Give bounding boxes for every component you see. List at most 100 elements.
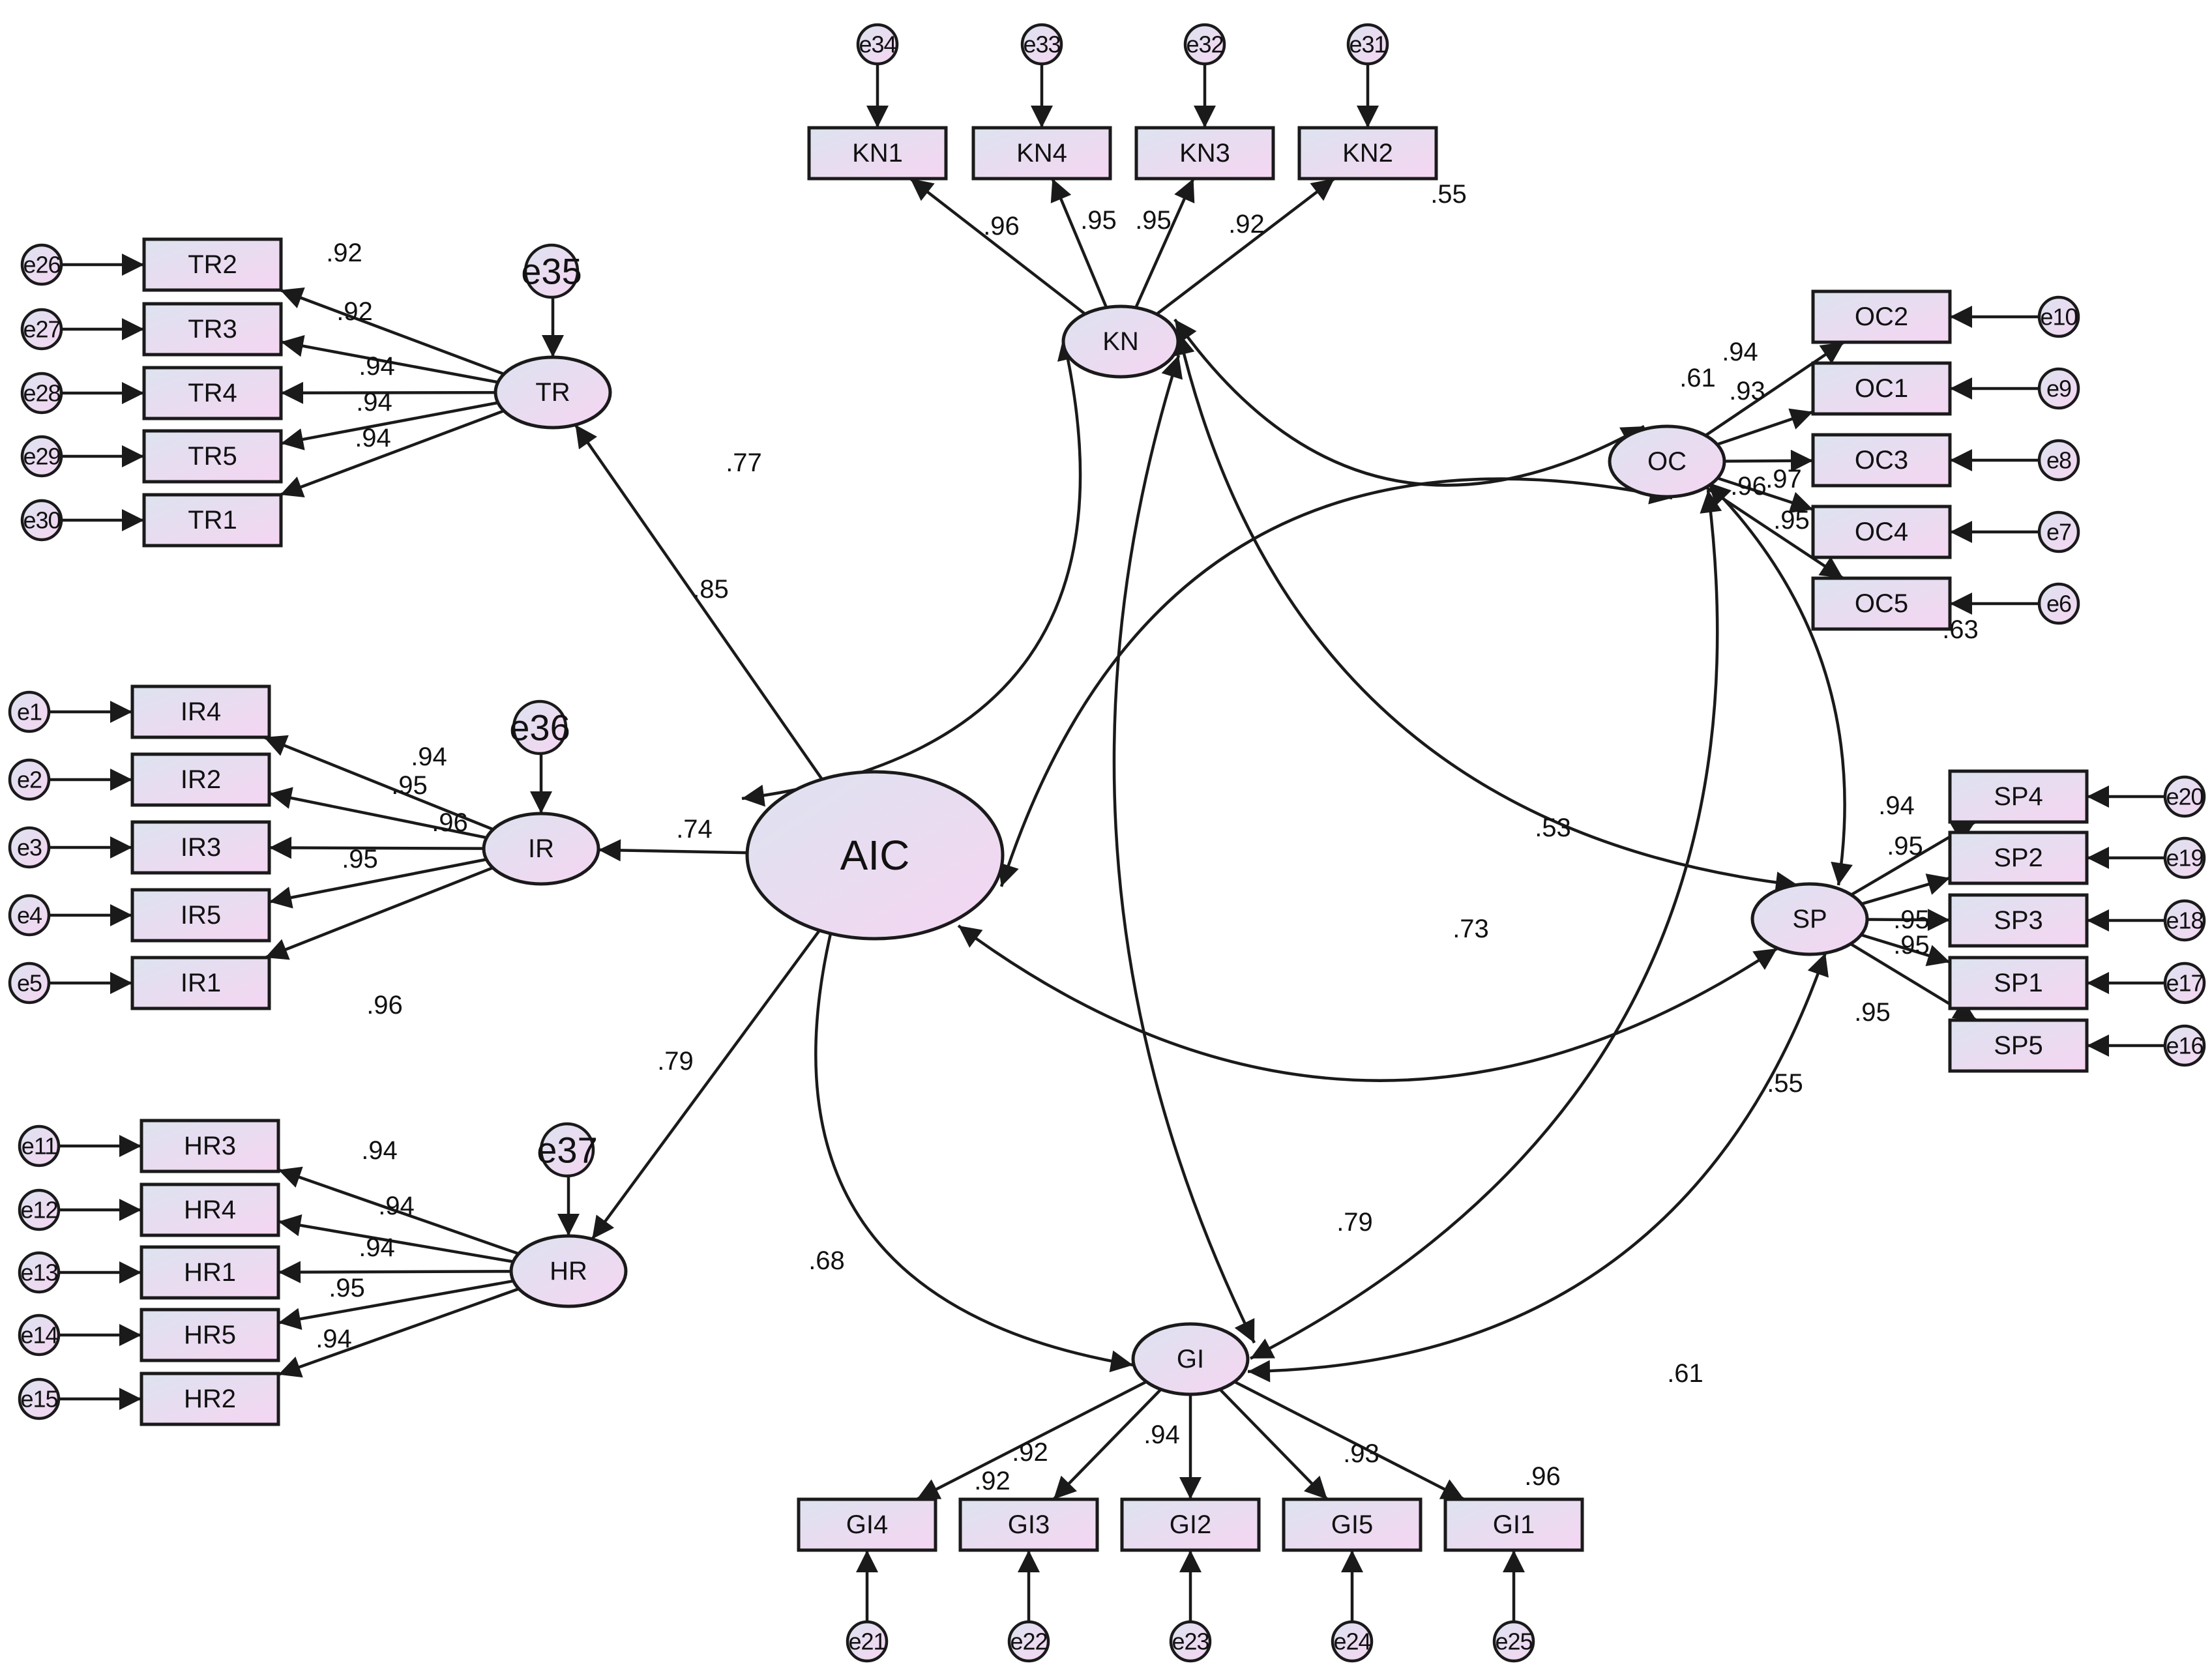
error-hr-5-circle — [18, 1377, 61, 1420]
error-sp-5-circle — [2163, 1024, 2206, 1067]
loading-arrow-oc-1 — [1704, 341, 1845, 437]
loading-arrow-hr-3 — [278, 1261, 512, 1284]
error-tr-1-circle — [20, 243, 63, 286]
error-sp-1-circle — [2163, 775, 2206, 818]
loading-tr-2: .92 — [336, 297, 373, 326]
correlation-coef-aic-sp: .79 — [1336, 1208, 1373, 1237]
error-tr-4-label: e29 — [23, 443, 60, 470]
indicator-hr-4-box — [140, 1308, 280, 1362]
loading-arrow-gi-2 — [1052, 1388, 1162, 1501]
loading-tr-5: .94 — [355, 424, 391, 452]
indicator-kn-1-box — [807, 126, 948, 181]
indicator-kn-4-box — [1297, 126, 1438, 181]
indicator-tr-2: TR3 — [188, 315, 237, 344]
error-kn-1-label: e34 — [859, 31, 896, 58]
latent-ir-ellipse — [482, 812, 600, 886]
indicator-hr-2: HR4 — [184, 1196, 236, 1224]
indicator-tr-3-box — [142, 366, 283, 420]
indicator-hr-5-box — [140, 1372, 280, 1426]
loading-arrow-oc-4 — [1717, 477, 1814, 514]
indicator-sp-5: SP5 — [1994, 1031, 2043, 1060]
loading-tr-4: .94 — [356, 388, 392, 417]
indicator-kn-2-box — [971, 126, 1112, 181]
error-oc-2-label: e9 — [2046, 375, 2071, 402]
loading-arrow-kn-4 — [1155, 177, 1336, 316]
latent-kn-label: KN — [1102, 327, 1139, 356]
indicator-sp-1: SP4 — [1994, 782, 2043, 811]
error-ir-4-label: e4 — [17, 902, 42, 929]
loading-hr-3: .94 — [359, 1233, 395, 1262]
error-hr-5-label: e15 — [20, 1386, 57, 1413]
indicator-kn-1: KN1 — [852, 139, 903, 168]
error-hr-3-label: e13 — [20, 1259, 57, 1286]
indicator-gi-4: GI5 — [1331, 1510, 1373, 1539]
error-sp-3-circle — [2163, 899, 2206, 942]
loading-arrow-ir-3 — [269, 836, 484, 859]
loading-tr-3: .94 — [359, 352, 395, 381]
error-tr-5-circle — [20, 499, 63, 542]
correlation-coef-oc-sp: .63 — [1942, 615, 1979, 644]
indicator-sp-2: SP2 — [1994, 844, 2043, 872]
error-ir-1-circle — [8, 690, 51, 733]
disturbance-ir-label: e36 — [509, 707, 570, 748]
loading-arrow-gi-1 — [916, 1380, 1147, 1501]
loading-gi-3: .94 — [1143, 1420, 1180, 1449]
indicator-ir-2-box — [130, 752, 271, 807]
loading-oc-2: .93 — [1729, 377, 1765, 405]
error-gi-3-label: e23 — [1172, 1628, 1209, 1655]
latent-sp-label: SP — [1792, 905, 1827, 933]
indicator-hr-1: HR3 — [184, 1132, 236, 1160]
error-tr-3-circle — [20, 372, 63, 415]
indicator-gi-4-box — [1282, 1497, 1423, 1552]
path-aic-hr — [591, 930, 821, 1241]
latent-gi-ellipse — [1131, 1322, 1250, 1396]
error-oc-5-label: e6 — [2046, 591, 2071, 617]
indicator-oc-5-box — [1811, 576, 1952, 631]
error-sp-3-label: e18 — [2166, 907, 2203, 934]
correlation-coef-aic-oc: .53 — [1535, 814, 1571, 842]
loading-sp-2: .95 — [1887, 832, 1923, 860]
error-tr-4-circle — [20, 435, 63, 478]
indicator-ir-4-box — [130, 888, 271, 943]
loading-arrow-ir-4 — [269, 858, 487, 909]
error-oc-2-circle — [2037, 367, 2080, 410]
error-sp-4-circle — [2163, 962, 2206, 1005]
error-gi-2-label: e22 — [1010, 1628, 1047, 1655]
diagram-nodes: TR2e26TR3e27TR4e28TR5e29TR1e30IR4e1IR2e2… — [8, 23, 2206, 1663]
error-kn-2-circle — [1020, 23, 1063, 66]
loading-ir-3: .96 — [432, 808, 468, 837]
indicator-sp-3: SP3 — [1994, 906, 2043, 935]
error-gi-4-circle — [1331, 1620, 1374, 1663]
error-ir-4-circle — [8, 894, 51, 937]
loading-arrow-tr-1 — [280, 287, 505, 375]
indicator-tr-1-box — [142, 237, 283, 292]
path-coef-aic-tr: .85 — [692, 575, 729, 604]
loading-arrow-hr-5 — [278, 1287, 520, 1378]
error-hr-1-label: e11 — [22, 1133, 57, 1160]
indicator-gi-2: GI3 — [1008, 1510, 1050, 1539]
indicator-sp-4-box — [1948, 956, 2089, 1010]
loading-kn-1: .96 — [983, 212, 1020, 241]
path-aic-tr — [574, 424, 823, 780]
error-oc-1-circle — [2037, 295, 2080, 338]
loading-gi-1: .92 — [1012, 1438, 1048, 1467]
disturbance-hr-label: e37 — [537, 1130, 597, 1171]
coefficient-labels: .92 .92 .94 .94 .94 .94 .95 .96 .95 .96 .94 .94 .94.… — [316, 180, 1979, 1495]
latent-hr-label: HR — [550, 1257, 587, 1285]
indicator-gi-5: GI1 — [1493, 1510, 1535, 1539]
indicator-sp-2-box — [1948, 830, 2089, 885]
loading-oc-3: .97 — [1765, 465, 1802, 493]
correlation-oc-sp — [1707, 481, 1853, 886]
error-gi-1-circle — [846, 1620, 889, 1663]
error-oc-4-circle — [2037, 510, 2080, 553]
error-oc-4-label: e7 — [2046, 519, 2071, 546]
loading-arrow-hr-2 — [278, 1214, 514, 1263]
loading-hr-5: .94 — [316, 1325, 352, 1353]
loading-hr-2: .94 — [378, 1192, 415, 1220]
error-kn-4-label: e31 — [1349, 31, 1386, 58]
error-tr-3-label: e28 — [23, 380, 60, 407]
loading-arrow-gi-4 — [1218, 1388, 1329, 1501]
loading-sp-5: .95 — [1854, 998, 1891, 1027]
indicator-tr-1: TR2 — [188, 250, 237, 279]
indicator-ir-2: IR2 — [181, 765, 221, 794]
